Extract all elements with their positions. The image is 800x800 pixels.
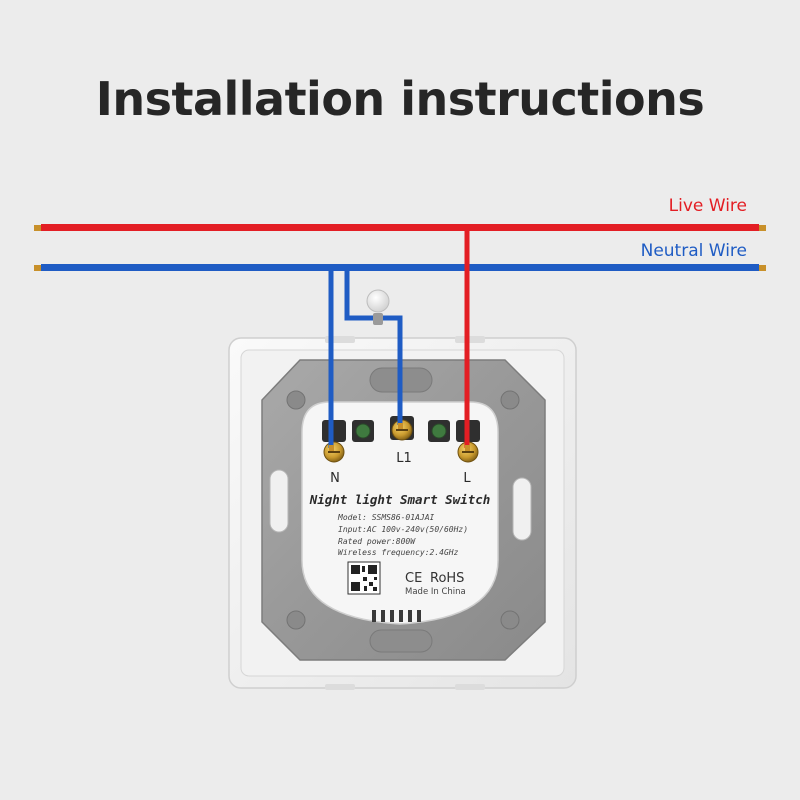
neutral-wire bbox=[34, 264, 766, 271]
terminals bbox=[322, 416, 480, 463]
terminal-label-l: L bbox=[463, 471, 471, 486]
product-wireless: Wireless frequency:2.4GHz bbox=[338, 548, 459, 557]
ce-mark: CE bbox=[405, 571, 422, 586]
live-wire-label: Live Wire bbox=[668, 196, 747, 216]
product-model: Model: SSMS86-01AJAI bbox=[337, 513, 435, 522]
live-wire bbox=[34, 224, 766, 231]
product-rated-power: Rated power:800W bbox=[338, 537, 416, 546]
product-name: Night light Smart Switch bbox=[309, 492, 491, 507]
neutral-wire-label: Neutral Wire bbox=[640, 241, 747, 261]
product-input: Input:AC 100v-240v(50/60Hz) bbox=[338, 525, 468, 534]
vent-slots bbox=[372, 610, 421, 622]
qr-code-icon bbox=[347, 561, 381, 595]
terminal-label-l1: L1 bbox=[396, 451, 412, 466]
terminal-label-n: N bbox=[330, 471, 340, 486]
rohs-mark: RoHS bbox=[430, 571, 464, 586]
light-bulb-icon bbox=[366, 289, 390, 325]
made-in-label: Made In China bbox=[405, 587, 466, 597]
page-title: Installation instructions bbox=[95, 72, 705, 126]
